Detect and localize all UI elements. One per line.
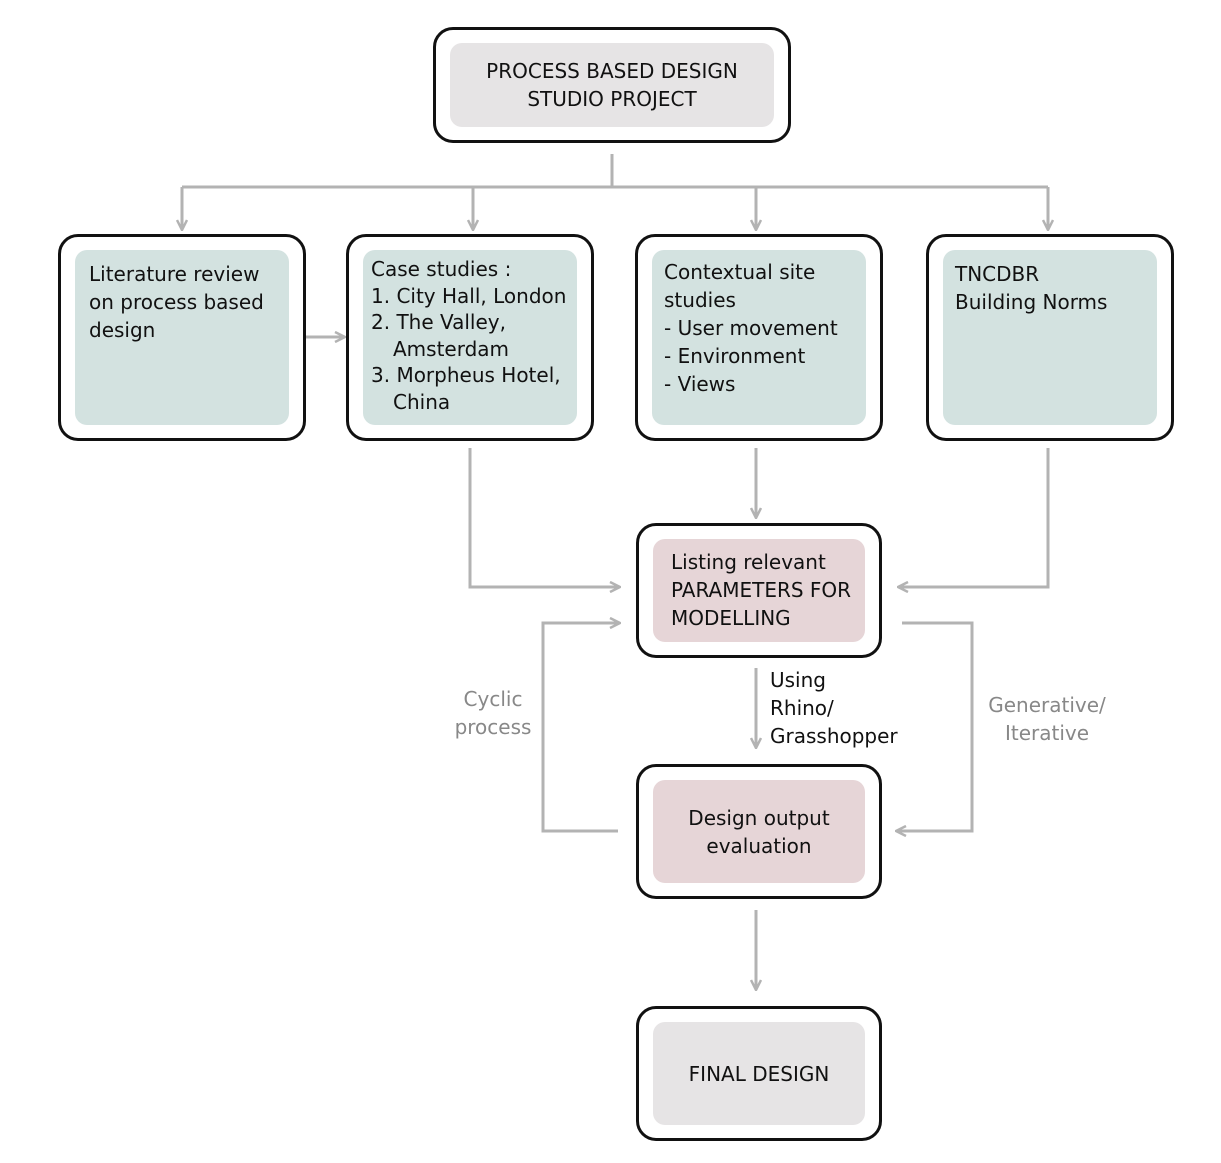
literature-line-3: design: [89, 318, 156, 342]
parameters-line-2: PARAMETERS FOR: [671, 578, 852, 602]
project-line-1: PROCESS BASED DESIGN: [486, 59, 738, 83]
evaluation-node: Design output evaluation: [636, 764, 882, 899]
norms-line-2: Building Norms: [955, 290, 1108, 314]
site-studies-line-5: - Views: [664, 372, 736, 396]
norms-node: TNCDBR Building Norms: [926, 234, 1174, 441]
site-studies-node-body: Contextual site studies - User movement …: [652, 250, 866, 425]
final-node-body: FINAL DESIGN: [653, 1022, 865, 1125]
cyclic-label-line-2: process: [454, 715, 532, 739]
tool-label-line-3: Grasshopper: [770, 724, 898, 748]
norms-node-body: TNCDBR Building Norms: [943, 250, 1157, 425]
literature-line-1: Literature review: [89, 262, 260, 286]
literature-line-2: on process based: [89, 290, 264, 314]
generative-label-line-1: Generative/: [988, 693, 1106, 717]
generative-label-line-2: Iterative: [1004, 721, 1090, 745]
arrow-case-studies-to-parameters: [468, 448, 620, 587]
literature-node-body: Literature review on process based desig…: [75, 250, 289, 425]
site-studies-node: Contextual site studies - User movement …: [635, 234, 883, 441]
case-studies-line-5: 3. Morpheus Hotel,: [371, 363, 561, 387]
evaluation-node-body: Design output evaluation: [653, 780, 865, 883]
case-studies-node-body: Case studies : 1. City Hall, London 2. T…: [363, 250, 577, 425]
case-studies-node: Case studies : 1. City Hall, London 2. T…: [346, 234, 594, 441]
tool-label-line-1: Using: [770, 668, 826, 692]
case-studies-line-1: Case studies :: [371, 257, 512, 281]
arrow-norms-to-parameters: [898, 448, 1050, 587]
arrow-generative-loop: [896, 621, 974, 831]
final-node: FINAL DESIGN: [636, 1006, 882, 1141]
project-line-2: STUDIO PROJECT: [527, 87, 697, 111]
case-studies-line-6: China: [393, 389, 451, 414]
parameters-line-3: MODELLING: [671, 606, 791, 630]
generative-iterative-label: Generative/ Iterative: [980, 691, 1114, 747]
site-studies-line-3: - User movement: [664, 316, 838, 340]
arrow-cyclic-loop: [541, 623, 620, 833]
final-line-1: FINAL DESIGN: [688, 1061, 830, 1086]
cyclic-process-label: Cyclic process: [440, 685, 546, 741]
parameters-node-body: Listing relevant PARAMETERS FOR MODELLIN…: [653, 539, 865, 642]
parameters-line-1: Listing relevant: [671, 550, 826, 574]
project-node-body: PROCESS BASED DESIGN STUDIO PROJECT: [450, 43, 774, 127]
site-studies-line-1: Contextual site: [664, 260, 816, 284]
literature-node: Literature review on process based desig…: [58, 234, 306, 441]
evaluation-line-1: Design output: [688, 805, 830, 830]
parameters-node: Listing relevant PARAMETERS FOR MODELLIN…: [636, 523, 882, 658]
tool-label: Using Rhino/ Grasshopper: [770, 666, 898, 750]
cyclic-label-line-1: Cyclic: [463, 687, 523, 711]
site-studies-line-4: - Environment: [664, 344, 806, 368]
norms-line-1: TNCDBR: [955, 262, 1040, 286]
evaluation-line-2: evaluation: [706, 833, 812, 858]
case-studies-line-2: 1. City Hall, London: [371, 283, 567, 308]
project-node: PROCESS BASED DESIGN STUDIO PROJECT: [433, 27, 791, 143]
site-studies-line-2: studies: [664, 288, 736, 312]
tool-label-line-2: Rhino/: [770, 696, 834, 720]
case-studies-line-3: 2. The Valley,: [371, 310, 506, 334]
case-studies-line-4: Amsterdam: [393, 336, 510, 361]
